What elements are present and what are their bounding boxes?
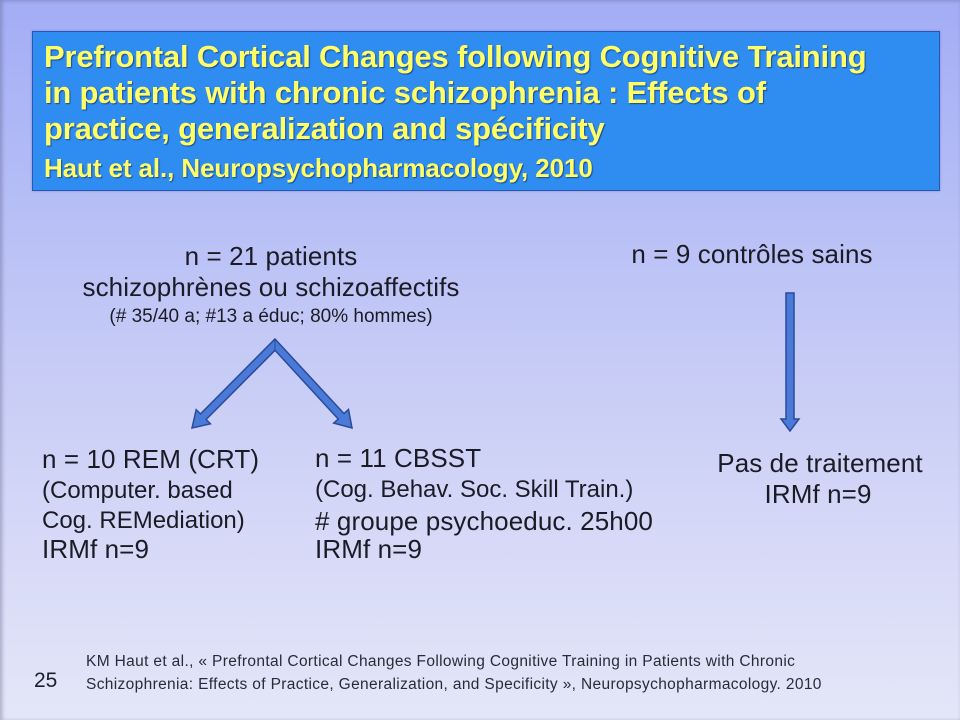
- cbsst-group-fmri: IRMf n=9: [315, 534, 423, 564]
- split-arrow-icon: [191, 337, 353, 430]
- rem-group-desc-1: (Computer. based: [42, 477, 233, 504]
- title-line-1: Prefrontal Cortical Changes following Co…: [44, 39, 867, 74]
- rem-group-fmri: IRMf n=9: [42, 534, 150, 564]
- patients-diagnosis: schizophrènes ou schizoaffectifs: [82, 272, 460, 302]
- controls-count: n = 9 contrôles sains: [631, 239, 873, 269]
- cbsst-group-heading: n = 11 CBSST: [315, 443, 482, 473]
- reference-line-2: Schizophrenia: Effects of Practice, Gene…: [86, 676, 822, 693]
- page-number: 25: [34, 669, 58, 692]
- title-citation: Haut et al., Neuropsychopharmacology, 20…: [44, 153, 593, 183]
- down-arrow-icon: [779, 292, 801, 433]
- title-box: Prefrontal Cortical Changes following Co…: [32, 31, 940, 191]
- reference-line-1: KM Haut et al., « Prefrontal Cortical Ch…: [86, 653, 796, 670]
- cbsst-group-desc-2: # groupe psychoeduc. 25h00: [315, 506, 653, 536]
- title-line-3: practice, generalization and spécificity: [44, 111, 605, 146]
- no-treatment-heading: Pas de traitement: [717, 448, 923, 478]
- rem-group-heading: n = 10 REM (CRT): [42, 444, 260, 474]
- patients-details: (# 35/40 a; #13 a éduc; 80% hommes): [109, 306, 433, 327]
- no-treatment-fmri: IRMf n=9: [764, 479, 872, 509]
- rem-group-desc-2: Cog. REMediation): [42, 507, 245, 534]
- title-line-2: in patients with chronic schizophrenia :…: [44, 75, 766, 110]
- cbsst-group-desc-1: (Cog. Behav. Soc. Skill Train.): [315, 476, 634, 503]
- patients-count: n = 21 patients: [184, 241, 358, 271]
